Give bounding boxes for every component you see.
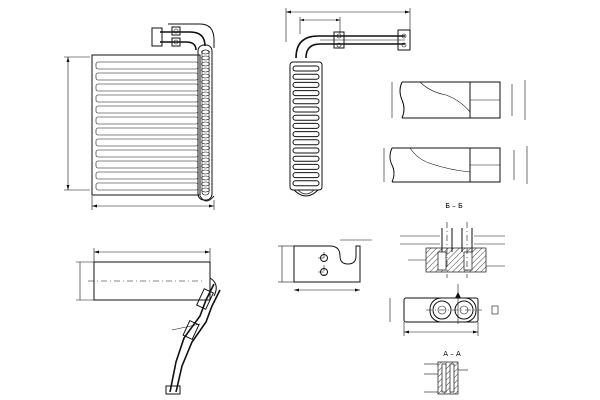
fin-tube (95, 105, 199, 114)
header-bead (201, 145, 210, 151)
coil-loop (292, 65, 320, 72)
fin-tube (95, 72, 199, 81)
header-bead (201, 79, 210, 85)
header-bead (201, 91, 210, 97)
fin-tube (95, 94, 199, 103)
section-a-title: А – А (443, 350, 461, 358)
pipe-end-detail-1 (391, 80, 526, 120)
header-bead (201, 55, 210, 61)
bracket-detail (278, 239, 372, 292)
header-bead (201, 133, 210, 139)
fin-tube (95, 127, 199, 136)
coil-loop (292, 98, 320, 105)
header-bead (201, 157, 210, 163)
header-bead (201, 163, 210, 169)
header-bead (201, 61, 210, 67)
section-b-b: Б – Б (400, 202, 505, 278)
coil-loop (292, 155, 320, 162)
section-b-title: Б – Б (445, 202, 463, 210)
section-a-a: А – А (424, 350, 468, 395)
coil-loop (292, 106, 320, 113)
evaporator-side-view (285, 8, 411, 197)
header-bead (201, 85, 210, 91)
fin-tube (95, 149, 199, 158)
header-bead (201, 121, 210, 127)
header-bead (201, 181, 210, 187)
coil-loop (292, 90, 320, 97)
header-bead (201, 109, 210, 115)
coil-loop (292, 172, 320, 179)
pipe-assembly-view (76, 248, 221, 395)
coil-loop (292, 81, 320, 88)
header-bead (201, 169, 210, 175)
header-bead (201, 175, 210, 181)
header-bead (201, 67, 210, 73)
coil-loop (292, 131, 320, 138)
fin-tube (95, 171, 199, 180)
evaporator-front-view (64, 23, 215, 210)
coil-loop (292, 73, 320, 80)
header-bead (201, 103, 210, 109)
coil-loop (292, 147, 320, 154)
evaporator-fins (95, 61, 199, 191)
fin-tube (95, 160, 199, 169)
header-bead (201, 97, 210, 103)
header-bead (201, 151, 210, 157)
header-bead (201, 115, 210, 121)
fin-tube (95, 182, 199, 191)
header-bead (201, 187, 210, 193)
coil-loop (292, 139, 320, 146)
fin-tube (95, 61, 199, 70)
header-bead (201, 139, 210, 145)
header-bead (201, 73, 210, 79)
fin-tube (95, 116, 199, 125)
coil-loop (292, 114, 320, 121)
flange-plate-view (389, 284, 499, 336)
fin-tube (95, 138, 199, 147)
coil-loop (292, 163, 320, 170)
header-bead (201, 49, 210, 55)
pipe-end-detail-2 (383, 146, 528, 184)
coil-loop (292, 180, 320, 187)
coil-loop (292, 122, 320, 129)
header-bead (201, 127, 210, 133)
fin-tube (95, 83, 199, 92)
